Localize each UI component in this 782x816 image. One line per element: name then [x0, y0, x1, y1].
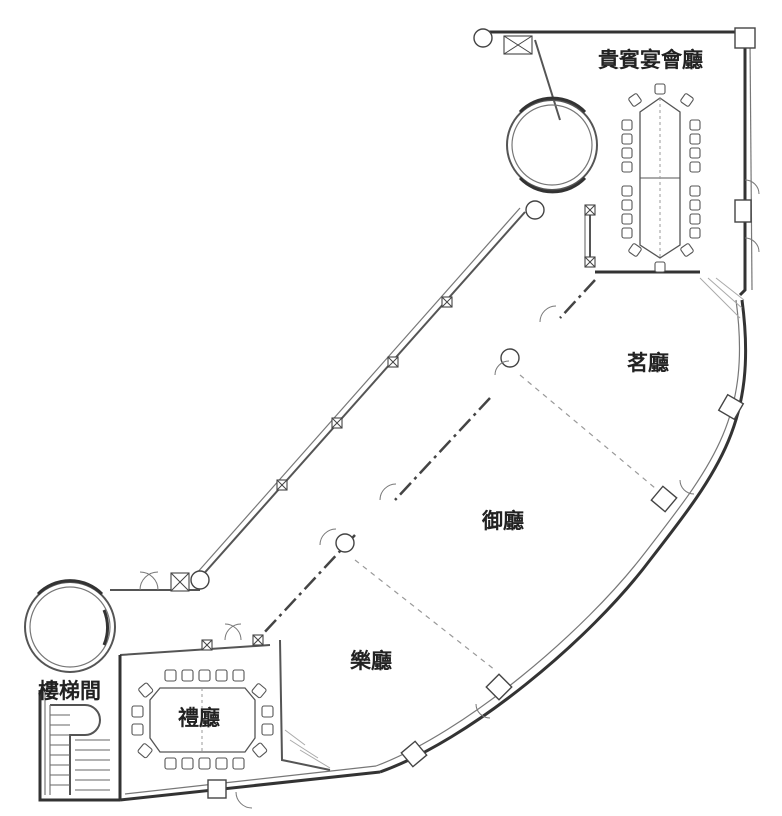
label-vip-banquet: 貴賓宴會廳 — [598, 48, 703, 72]
vip-banquet-furniture — [621, 83, 701, 273]
label-music-hall: 樂廳 — [350, 649, 392, 673]
wall-fixtures — [170, 35, 596, 651]
round-tower-top — [506, 96, 598, 194]
inner-partitions — [118, 210, 745, 800]
round-tower-bottom-left — [24, 579, 116, 673]
facade-columns — [207, 199, 752, 799]
label-stairwell: 樓梯間 — [38, 679, 101, 703]
column-circles — [190, 27, 756, 590]
label-ceremony-hall: 禮廳 — [178, 706, 220, 730]
outer-shell — [38, 30, 753, 802]
stairs — [49, 704, 110, 795]
label-imperial-hall: 御廳 — [481, 509, 524, 533]
ceremony-hall-furniture — [131, 669, 274, 770]
label-tea-hall: 茗廳 — [627, 351, 669, 375]
doors — [139, 179, 760, 809]
